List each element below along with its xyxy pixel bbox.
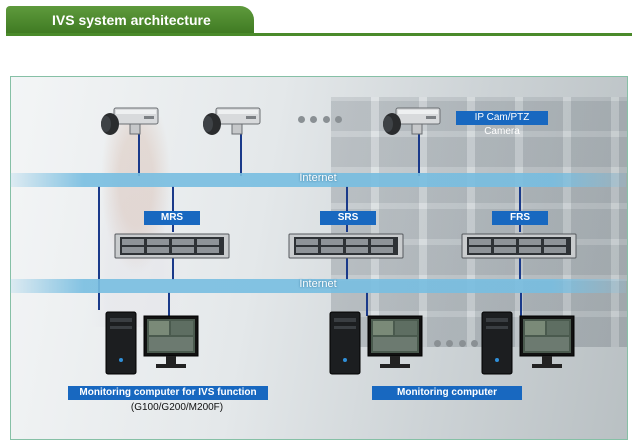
camera-3-link xyxy=(418,134,420,176)
camera-1-link xyxy=(138,134,140,176)
srs-downlink xyxy=(346,258,348,280)
camera-2-link xyxy=(240,134,242,176)
frs-server xyxy=(461,233,577,259)
header-underline xyxy=(6,33,632,36)
monitor-computer-2-link xyxy=(520,292,522,316)
ivs-computer-downlink xyxy=(168,292,170,316)
internet-label-top: Internet xyxy=(299,172,337,184)
ip-camera-2 xyxy=(202,106,262,142)
frs-downlink xyxy=(519,258,521,280)
section-title: IVS system architecture xyxy=(52,12,211,28)
internet-band-bottom: Internet xyxy=(10,278,626,293)
srs-uplink xyxy=(346,186,348,232)
ip-camera-1 xyxy=(100,106,160,142)
more-computers-ellipsis xyxy=(434,340,478,350)
mrs-uplink xyxy=(172,186,174,232)
ivs-computer-label: Monitoring computer for IVS function xyxy=(68,386,268,400)
more-cameras-ellipsis xyxy=(298,116,342,126)
ip-camera-3 xyxy=(382,106,442,142)
section-header-tab: IVS system architecture xyxy=(6,6,254,34)
mrs-server xyxy=(114,233,230,259)
monitoring-computer-label: Monitoring computer xyxy=(372,386,522,400)
camera-type-label: IP Cam/PTZ Camera xyxy=(456,111,548,137)
ivs-monitoring-computer xyxy=(104,310,200,376)
ivs-computer-uplink xyxy=(98,186,100,310)
monitoring-computer-2 xyxy=(480,310,576,376)
internet-band-top: Internet xyxy=(10,172,626,187)
monitor-computer-1-link xyxy=(366,292,368,316)
monitoring-computer-1 xyxy=(328,310,424,376)
mrs-downlink xyxy=(172,258,174,280)
server-label-frs: FRS xyxy=(492,211,548,225)
internet-label-bottom: Internet xyxy=(299,278,337,290)
ivs-computer-models: (G100/G200/M200F) xyxy=(130,402,224,413)
server-label-srs: SRS xyxy=(320,211,376,225)
background-video-wall-image xyxy=(331,97,627,347)
server-label-mrs: MRS xyxy=(144,211,200,225)
frs-uplink xyxy=(519,186,521,232)
srs-server xyxy=(288,233,404,259)
